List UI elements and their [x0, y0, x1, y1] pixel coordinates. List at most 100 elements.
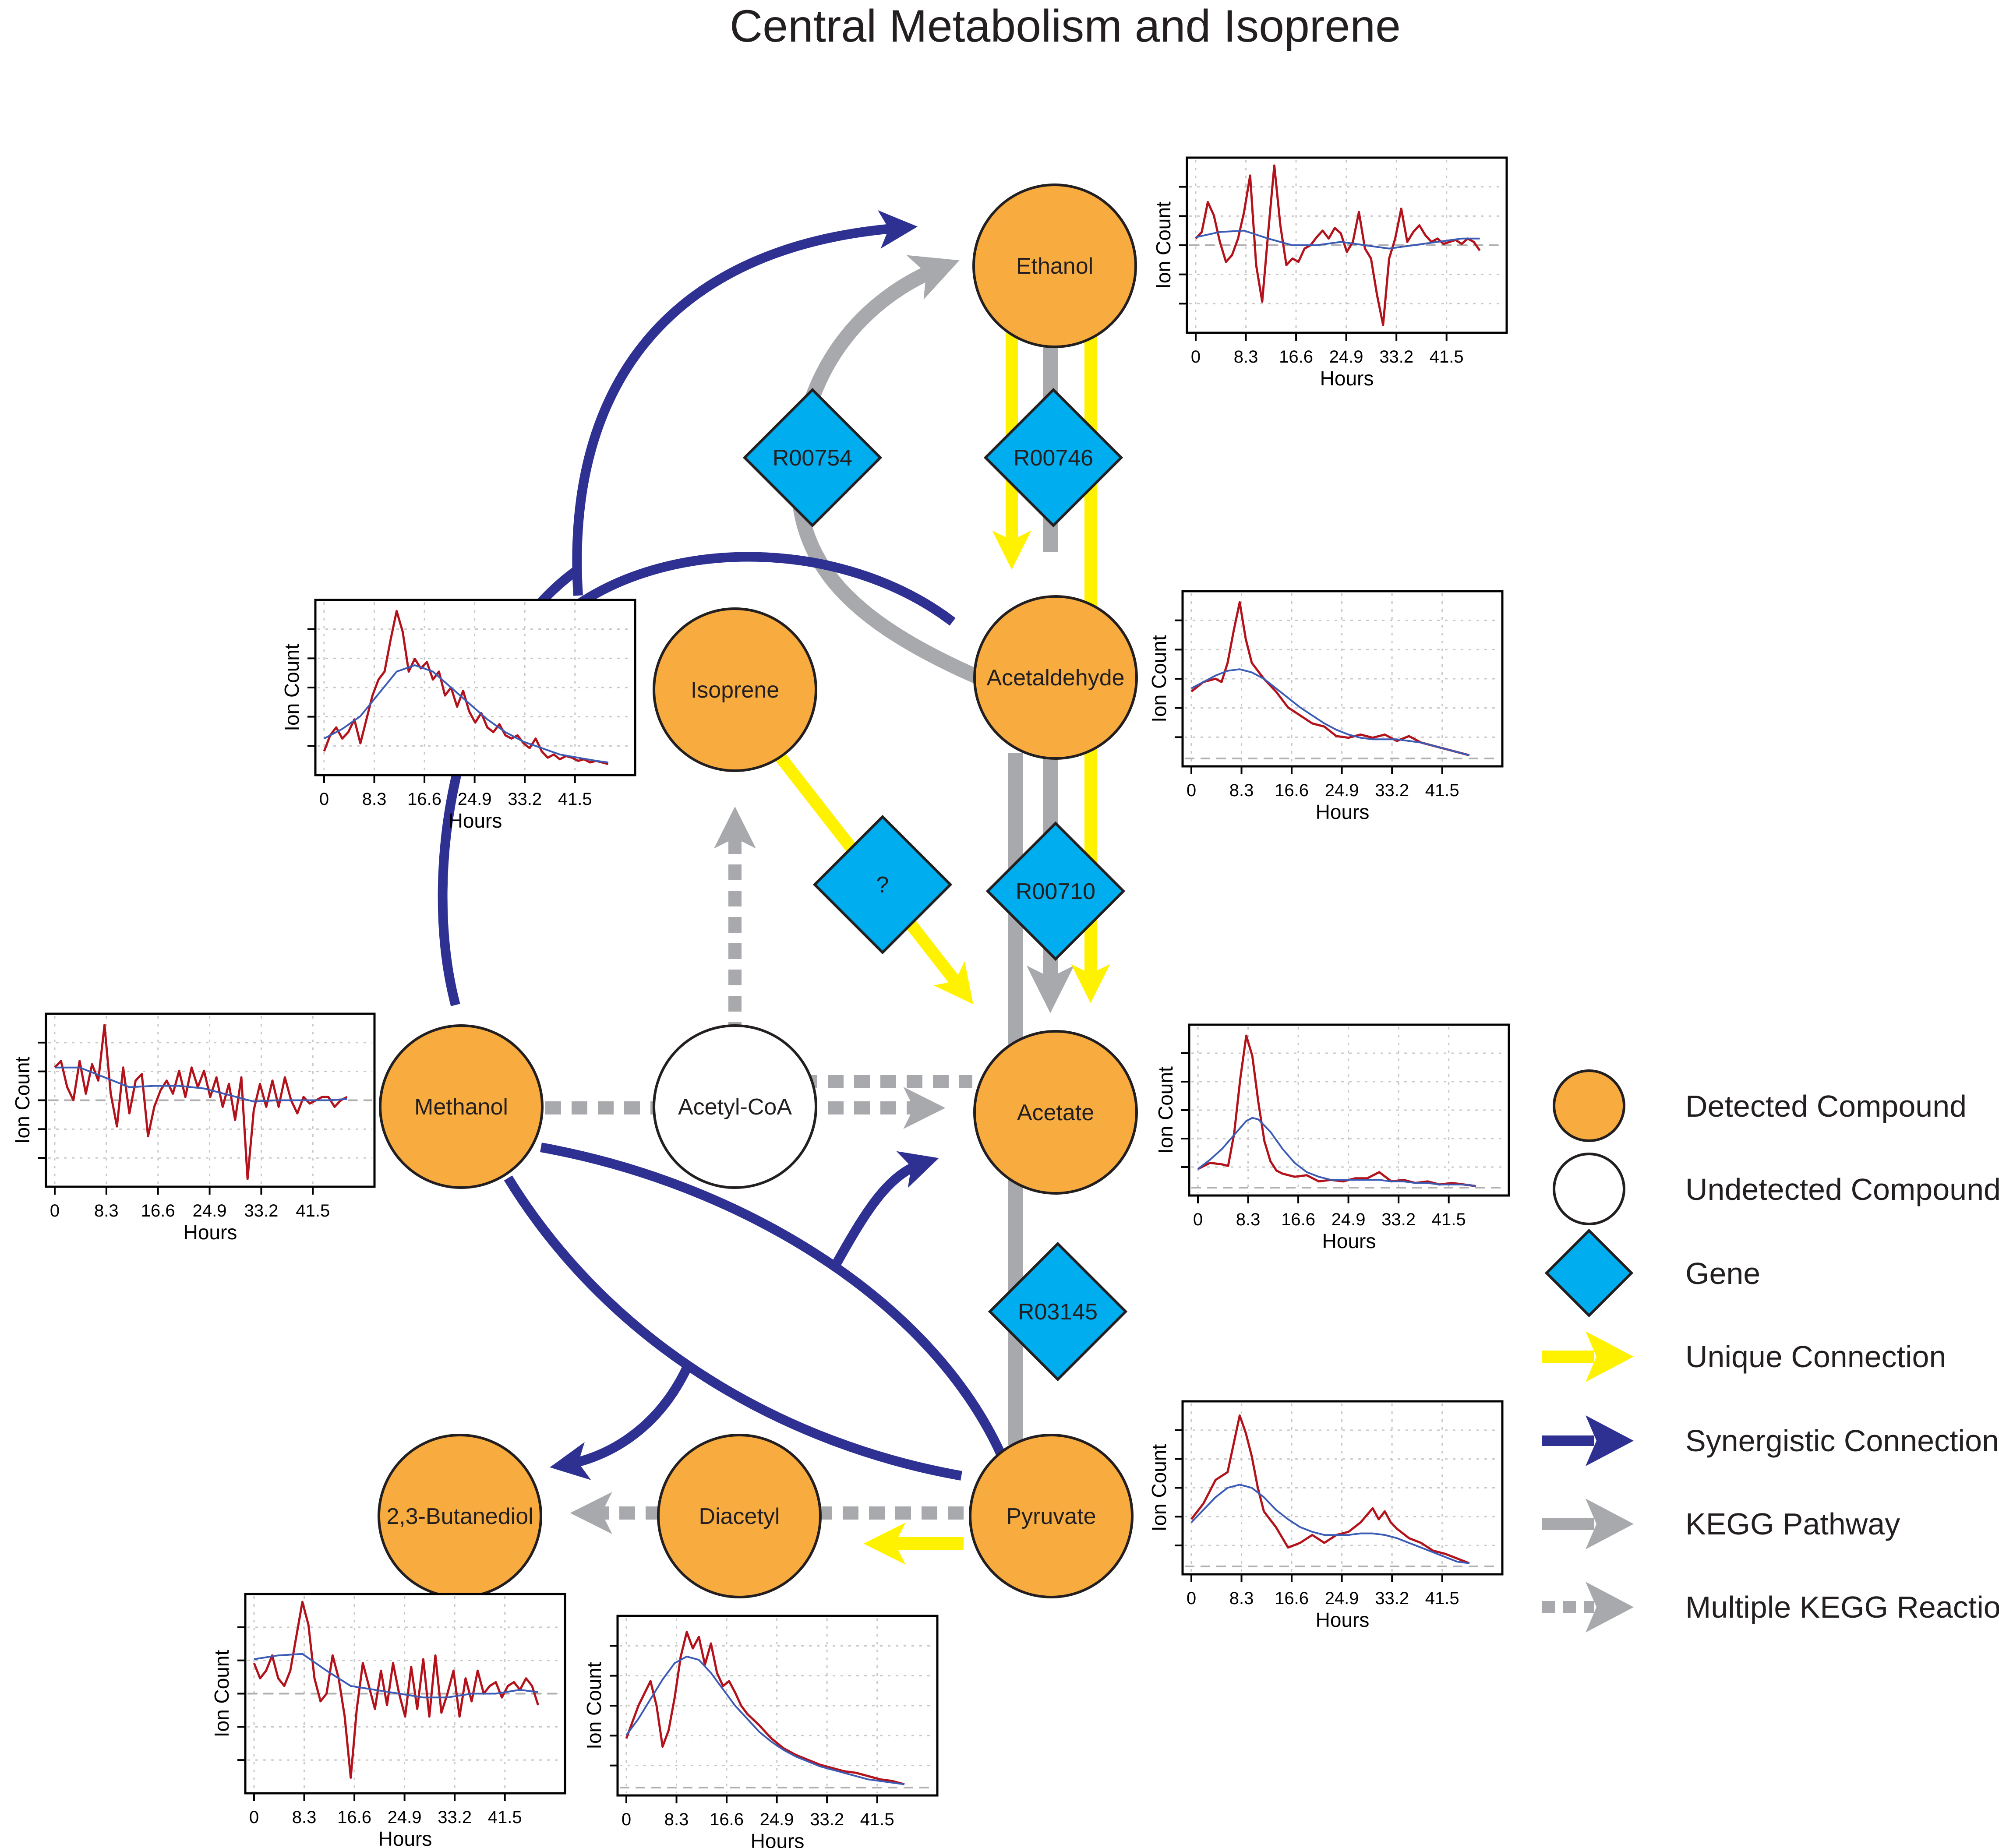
x-tick-label: 16.6 [141, 1201, 175, 1220]
x-tick-label: 16.6 [1279, 347, 1313, 367]
x-tick-label: 16.6 [1275, 781, 1309, 800]
y-axis-title: Ion Count [280, 644, 303, 731]
x-axis-title: Hours [449, 809, 502, 832]
node-diacetyl-label: Diacetyl [699, 1504, 780, 1529]
node-pyruvate-label: Pyruvate [1006, 1504, 1096, 1529]
x-tick-label: 16.6 [407, 790, 441, 809]
x-tick-label: 16.6 [337, 1808, 371, 1827]
node-acetate[interactable]: Acetate [973, 1030, 1138, 1195]
x-tick-label: 24.9 [1329, 347, 1363, 367]
x-tick-label: 16.6 [1281, 1210, 1315, 1229]
x-tick-label: 33.2 [810, 1810, 844, 1829]
gene-r00710[interactable]: R00710 [985, 821, 1126, 961]
node-acetate-label: Acetate [1017, 1100, 1094, 1125]
gene-unknown[interactable]: ? [812, 815, 953, 955]
legend-label-detected: Detected Compound [1685, 1089, 1967, 1123]
raw-trace-line [1195, 164, 1481, 326]
yellow-arrow-icon [1542, 1331, 1634, 1382]
y-axis-title: Ion Count [210, 1650, 233, 1738]
y-axis-title: Ion Count [1148, 1444, 1170, 1532]
node-methanol[interactable]: Methanol [379, 1024, 544, 1189]
x-tick-label: 33.2 [1381, 1210, 1416, 1229]
legend-label-unique: Unique Connection [1685, 1340, 1946, 1374]
raw-trace-line [1190, 1414, 1470, 1565]
node-ethanol[interactable]: Ethanol [972, 183, 1137, 348]
raw-trace-line [54, 1024, 348, 1180]
x-tick-label: 24.9 [1325, 781, 1359, 800]
gene-r03145[interactable]: R03145 [988, 1241, 1128, 1382]
navy-arrow-icon [1542, 1415, 1634, 1466]
node-isoprene[interactable]: Isoprene [653, 607, 817, 772]
x-tick-label: 0 [1193, 1210, 1203, 1229]
x-tick-label: 8.3 [664, 1810, 689, 1829]
smoothed-trace-line [1197, 1117, 1476, 1187]
x-tick-label: 41.5 [296, 1201, 330, 1220]
x-tick-label: 8.3 [1229, 781, 1254, 800]
x-tick-label: 33.2 [438, 1808, 472, 1827]
y-axis-title: Ion Count [1148, 635, 1170, 723]
y-axis-title: Ion Count [583, 1662, 605, 1749]
node-ethanol-label: Ethanol [1016, 254, 1093, 279]
node-butanediol-label: 2,3-Butanediol [386, 1504, 533, 1529]
smoothed-trace-line [1190, 1484, 1470, 1564]
gene-r00754[interactable]: R00754 [742, 388, 883, 528]
x-tick-label: 33.2 [1375, 1589, 1409, 1608]
smoothed-trace-line [324, 664, 608, 764]
raw-trace-line [625, 1631, 905, 1785]
x-tick-label: 33.2 [244, 1201, 279, 1220]
x-tick-label: 41.5 [558, 790, 592, 809]
x-tick-label: 16.6 [710, 1810, 744, 1829]
x-tick-label: 41.5 [1425, 1589, 1459, 1608]
legend: Detected Compound Undetected Compound Ge… [1542, 1069, 1999, 1633]
x-axis-title: Hours [378, 1827, 432, 1848]
node-diacetyl[interactable]: Diacetyl [657, 1434, 822, 1598]
x-tick-label: 24.9 [1325, 1589, 1359, 1608]
smoothed-trace-line [55, 1066, 347, 1103]
node-acetyl-coa[interactable]: Acetyl-CoA [653, 1024, 817, 1189]
x-tick-label: 24.9 [760, 1810, 794, 1829]
x-axis-title: Hours [751, 1830, 805, 1848]
x-tick-label: 0 [1191, 347, 1201, 367]
x-axis-title: Hours [1316, 801, 1370, 823]
raw-trace-line [1190, 601, 1470, 757]
synergistic-edge-methanol-pyruvate-lower [504, 1175, 962, 1481]
x-tick-label: 0 [319, 790, 329, 809]
smoothed-trace-line [1191, 668, 1470, 756]
x-tick-label: 24.9 [193, 1201, 227, 1220]
y-axis-title: Ion Count [1154, 1066, 1177, 1154]
gray-arrow-icon [1542, 1499, 1634, 1549]
node-acetaldehyde-label: Acetaldehyde [986, 665, 1124, 691]
x-tick-label: 41.5 [860, 1810, 894, 1829]
gene-r00746[interactable]: R00746 [983, 388, 1123, 528]
raw-trace-line [253, 1601, 539, 1779]
dashed-gray-arrow-icon [1542, 1582, 1634, 1633]
x-tick-label: 33.2 [508, 790, 542, 809]
x-tick-label: 0 [1187, 781, 1196, 800]
x-tick-label: 41.5 [488, 1808, 522, 1827]
node-acetaldehyde[interactable]: Acetaldehyde [973, 595, 1138, 760]
x-tick-label: 41.5 [1430, 347, 1464, 367]
x-axis-title: Hours [1322, 1230, 1376, 1252]
x-tick-label: 8.3 [362, 790, 387, 809]
x-tick-label: 8.3 [1234, 347, 1258, 367]
x-tick-label: 24.9 [458, 790, 492, 809]
legend-label-synergistic: Synergistic Connection [1685, 1424, 1999, 1458]
white-circle-icon [1553, 1153, 1625, 1225]
x-tick-label: 0 [622, 1810, 631, 1829]
node-pyruvate[interactable]: Pyruvate [969, 1434, 1134, 1598]
x-tick-label: 8.3 [1236, 1210, 1261, 1229]
node-methanol-label: Methanol [414, 1094, 508, 1120]
x-tick-label: 41.5 [1432, 1210, 1466, 1229]
compounds: Ethanol Acetaldehyde Isoprene Acetate Ac… [378, 183, 1138, 1598]
node-butanediol[interactable]: 2,3-Butanediol [378, 1434, 542, 1598]
legend-label-multi-kegg: Multiple KEGG Reactions [1685, 1590, 1999, 1624]
legend-label-undetected: Undetected Compound [1685, 1172, 1999, 1206]
x-tick-label: 33.2 [1379, 347, 1413, 367]
x-tick-label: 8.3 [94, 1201, 119, 1220]
